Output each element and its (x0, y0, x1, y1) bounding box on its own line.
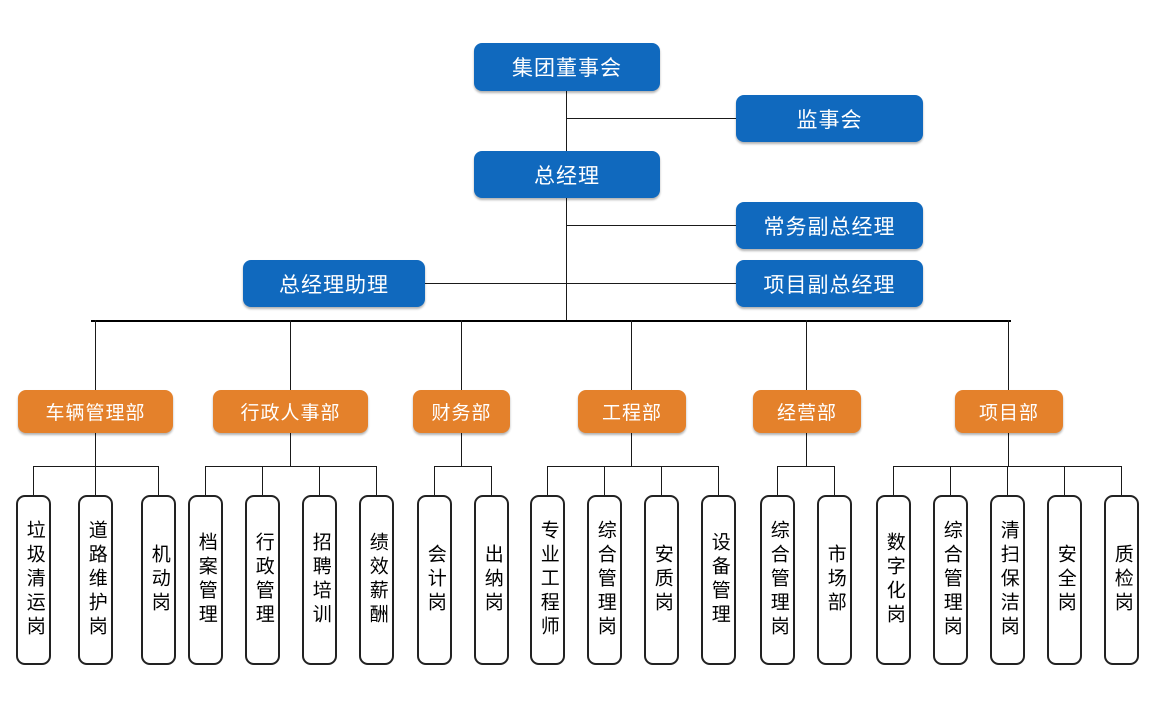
connector-leaf-drop-2 (95, 466, 96, 495)
connector-drop-dept-4 (631, 320, 632, 390)
connector-dept4-down (631, 433, 632, 466)
connector-board-to-supervisory (566, 118, 736, 119)
connector-leaf-drop-6 (319, 466, 320, 495)
leaf-position-recruitment-training[interactable]: 招聘培训 (302, 495, 337, 665)
leaf-label: 安质岗 (651, 544, 673, 616)
connector-leaf-drop-3 (158, 466, 159, 495)
leaf-label: 垃圾清运岗 (23, 520, 45, 640)
leaf-label: 质检岗 (1111, 544, 1133, 616)
connector-leaf-drop-7 (376, 466, 377, 495)
connector-leaf-drop-18 (1007, 466, 1008, 495)
leaf-position-engineering-general-management[interactable]: 综合管理岗 (587, 495, 622, 665)
leaf-position-digitalization[interactable]: 数字化岗 (876, 495, 911, 665)
leaf-label: 综合管理岗 (767, 520, 789, 640)
leaf-label: 会计岗 (424, 544, 446, 616)
leaf-position-cashier[interactable]: 出纳岗 (474, 495, 509, 665)
leaf-label: 道路维护岗 (85, 520, 107, 640)
leaf-position-archive-management[interactable]: 档案管理 (188, 495, 223, 665)
node-department-administration-hr[interactable]: 行政人事部 (213, 390, 368, 433)
leaf-label: 出纳岗 (481, 544, 503, 616)
connector-leaf-drop-16 (893, 466, 894, 495)
connector-leaf-drop-8 (434, 466, 435, 495)
connector-dept5-down (806, 433, 807, 466)
connector-leaf-drop-9 (491, 466, 492, 495)
leaf-position-equipment-management[interactable]: 设备管理 (701, 495, 736, 665)
connector-dept3-down (461, 433, 462, 466)
connector-leaf-drop-19 (1064, 466, 1065, 495)
leaf-label: 数字化岗 (883, 532, 905, 628)
node-executive-vice-general-manager[interactable]: 常务副总经理 (736, 202, 923, 249)
connector-drop-dept-2 (290, 320, 291, 390)
connector-dept6-down (1008, 433, 1009, 466)
connector-department-bus (91, 320, 1011, 322)
connector-drop-dept-5 (806, 320, 807, 390)
connector-subbus-dept4 (547, 466, 718, 467)
connector-leaf-drop-17 (950, 466, 951, 495)
node-board-of-directors[interactable]: 集团董事会 (474, 43, 660, 91)
leaf-position-professional-engineer[interactable]: 专业工程师 (530, 495, 565, 665)
node-department-vehicle-management[interactable]: 车辆管理部 (18, 390, 173, 433)
connector-gm-to-exec-vice (566, 225, 736, 226)
leaf-position-quality-inspection[interactable]: 质检岗 (1104, 495, 1139, 665)
connector-board-to-gm (566, 91, 567, 153)
leaf-label: 综合管理岗 (594, 520, 616, 640)
connector-leaf-drop-11 (604, 466, 605, 495)
connector-subbus-dept2 (205, 466, 376, 467)
leaf-position-waste-transport[interactable]: 垃圾清运岗 (16, 495, 51, 665)
connector-subbus-dept5 (777, 466, 834, 467)
leaf-position-mobile-duty[interactable]: 机动岗 (141, 495, 176, 665)
connector-gm-down (566, 198, 567, 321)
leaf-label: 档案管理 (195, 532, 217, 628)
leaf-label: 设备管理 (708, 532, 730, 628)
connector-leaf-drop-15 (834, 466, 835, 495)
leaf-label: 绩效薪酬 (366, 532, 388, 628)
connector-dept1-down (95, 433, 96, 466)
connector-drop-dept-3 (461, 320, 462, 390)
node-department-engineering[interactable]: 工程部 (578, 390, 686, 433)
leaf-position-accounting[interactable]: 会计岗 (417, 495, 452, 665)
leaf-position-cleaning-sanitation[interactable]: 清扫保洁岗 (990, 495, 1025, 665)
connector-drop-dept-1 (95, 320, 96, 390)
connector-drop-dept-6 (1008, 320, 1009, 390)
connector-leaf-drop-1 (33, 466, 34, 495)
leaf-position-marketing[interactable]: 市场部 (817, 495, 852, 665)
connector-leaf-drop-13 (718, 466, 719, 495)
node-department-finance[interactable]: 财务部 (413, 390, 510, 433)
leaf-label: 机动岗 (148, 544, 170, 616)
leaf-label: 综合管理岗 (940, 520, 962, 640)
leaf-position-administrative-management[interactable]: 行政管理 (245, 495, 280, 665)
leaf-position-road-maintenance[interactable]: 道路维护岗 (78, 495, 113, 665)
leaf-label: 专业工程师 (537, 520, 559, 640)
connector-leaf-drop-14 (777, 466, 778, 495)
node-general-manager-assistant[interactable]: 总经理助理 (243, 260, 425, 307)
connector-leaf-drop-5 (262, 466, 263, 495)
leaf-label: 市场部 (824, 544, 846, 616)
leaf-label: 清扫保洁岗 (997, 520, 1019, 640)
leaf-label: 招聘培训 (309, 532, 331, 628)
connector-leaf-drop-4 (205, 466, 206, 495)
connector-gm-assistant (425, 283, 567, 284)
node-department-project[interactable]: 项目部 (955, 390, 1063, 433)
node-department-operations[interactable]: 经营部 (753, 390, 861, 433)
connector-leaf-drop-20 (1121, 466, 1122, 495)
connector-gm-to-project-vice (566, 283, 736, 284)
leaf-label: 行政管理 (252, 532, 274, 628)
leaf-position-safety[interactable]: 安全岗 (1047, 495, 1082, 665)
connector-dept2-down (290, 433, 291, 466)
leaf-position-performance-compensation[interactable]: 绩效薪酬 (359, 495, 394, 665)
node-general-manager[interactable]: 总经理 (474, 151, 660, 198)
connector-leaf-drop-10 (547, 466, 548, 495)
leaf-label: 安全岗 (1054, 544, 1076, 616)
leaf-position-project-general-management[interactable]: 综合管理岗 (933, 495, 968, 665)
node-supervisory-board[interactable]: 监事会 (736, 95, 923, 142)
node-project-vice-general-manager[interactable]: 项目副总经理 (736, 260, 923, 307)
leaf-position-operations-general-management[interactable]: 综合管理岗 (760, 495, 795, 665)
connector-leaf-drop-12 (661, 466, 662, 495)
connector-subbus-dept3 (434, 466, 491, 467)
leaf-position-safety-quality[interactable]: 安质岗 (644, 495, 679, 665)
